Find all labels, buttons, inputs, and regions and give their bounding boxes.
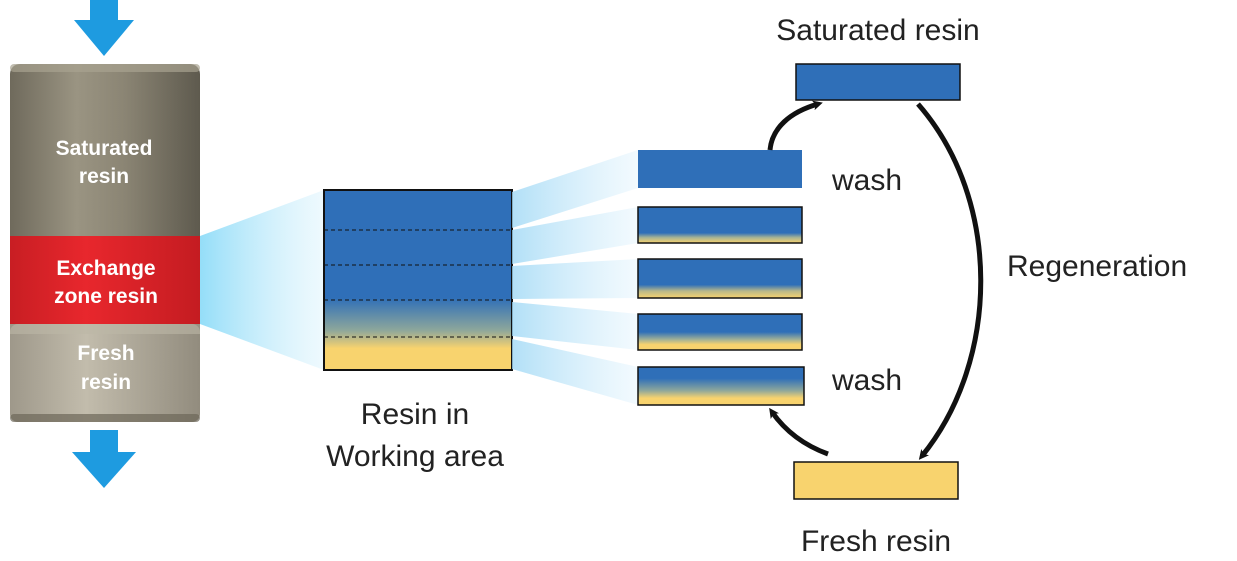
fresh-resin-block <box>793 461 959 500</box>
layer-slice-2 <box>637 206 803 244</box>
layer-beams <box>512 150 638 405</box>
layer-slice-4 <box>637 313 803 351</box>
zoom-beam <box>200 190 324 370</box>
outflow-arrow-icon <box>72 430 136 488</box>
layer-slice-5 <box>637 366 805 406</box>
fresh-resin-label: Fresh resin <box>801 525 951 558</box>
working-area-box <box>323 189 513 371</box>
exchange-zone-band <box>10 236 200 324</box>
inflow-arrow-icon <box>74 0 134 56</box>
regeneration-label: Regeneration <box>1007 250 1187 283</box>
saturated-resin-block <box>795 63 961 101</box>
wash-up-arrow-icon <box>767 100 823 151</box>
wash-top-label: wash <box>831 164 902 197</box>
column-saturated-label-2: resin <box>79 165 129 188</box>
working-area-label-1: Resin in <box>361 398 469 431</box>
wash-bottom-label: wash <box>831 364 902 397</box>
ion-exchange-column <box>10 64 200 422</box>
regeneration-arrow-icon <box>916 102 984 460</box>
column-exchange-label-2: zone resin <box>54 285 158 308</box>
working-area-label-2: Working area <box>326 440 504 473</box>
column-fresh-label-1: Fresh <box>77 342 134 365</box>
column-fresh-label-2: resin <box>81 371 131 394</box>
layer-slice-1 <box>638 150 802 188</box>
wash-return-arrow-icon <box>769 407 829 457</box>
layer-slice-3 <box>637 258 803 299</box>
column-exchange-label-1: Exchange <box>56 257 155 280</box>
saturated-resin-label: Saturated resin <box>776 14 979 47</box>
column-saturated-label-1: Saturated <box>56 137 153 160</box>
